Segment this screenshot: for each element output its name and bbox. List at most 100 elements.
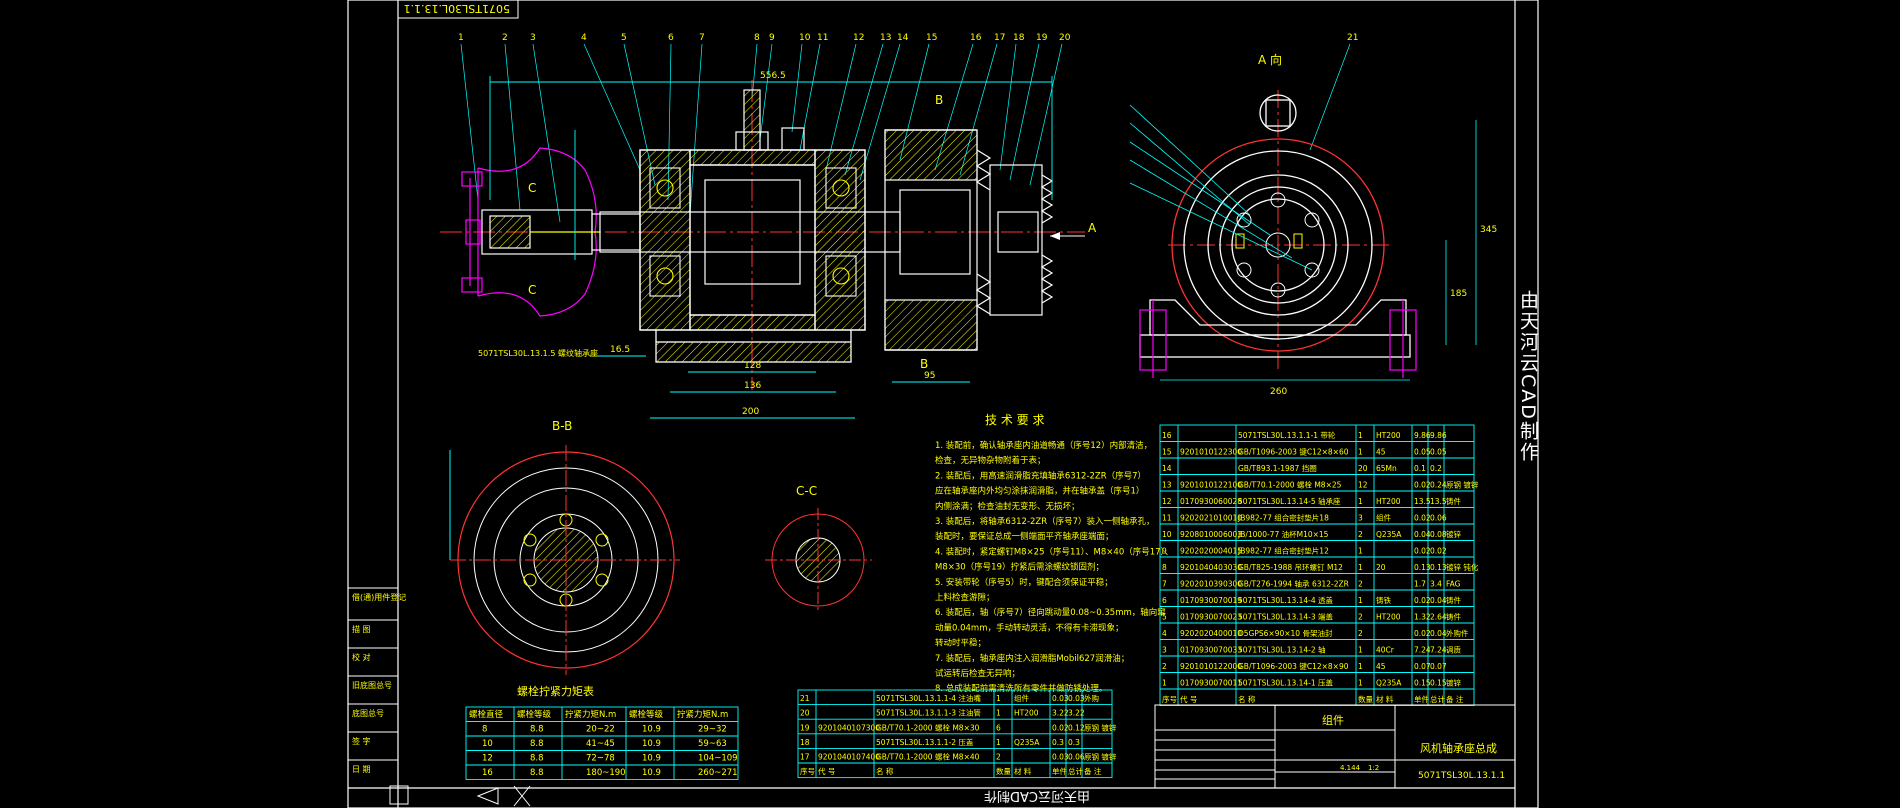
- tech-req-line: 3. 装配后，将轴承6312-2ZR（序号7）装入一侧轴承孔，: [935, 516, 1155, 527]
- bom-cell: 2: [1162, 662, 1167, 671]
- bom-cell: 0.24: [1430, 481, 1447, 490]
- torque-cell: 59~63: [698, 739, 727, 749]
- part-number-6: 6: [668, 33, 674, 43]
- bom-cell: 镀锌: [1446, 678, 1462, 688]
- bom-cell: 10: [1162, 530, 1172, 539]
- part-number-16: 16: [970, 33, 982, 43]
- bom-cell: FAG: [1446, 580, 1461, 589]
- bom-cell: 0.04: [1414, 530, 1431, 539]
- dim-345: 345: [1480, 225, 1497, 235]
- part-number-1: 1: [458, 33, 464, 43]
- bom-header: 总计: [1068, 766, 1084, 776]
- bom-header: 序号: [1162, 694, 1177, 704]
- bom-cell: 0170930070011: [1180, 679, 1242, 688]
- dim-overall-length: 556.5: [760, 71, 786, 81]
- torque-cell: 180~190: [586, 768, 626, 778]
- torque-cell: 10.9: [642, 754, 661, 764]
- bom-cell: 原钢 镀锌: [1084, 752, 1117, 762]
- bom-cell: 5071TSL30L.13.1.1-4 注油嘴: [876, 693, 981, 703]
- side-label: 日 期: [352, 765, 371, 774]
- bom-cell: Q235A: [1376, 530, 1402, 539]
- bom-cell: 0.13: [1414, 563, 1431, 572]
- tech-req-line: 检查，无异物杂物附着于表；: [935, 455, 1046, 466]
- dim-136: 136: [744, 381, 761, 391]
- v-belt-pulley: [884, 129, 992, 351]
- bom-cell: 40Cr: [1376, 646, 1395, 655]
- part-number-3: 3: [530, 33, 536, 43]
- bom-cell: 0.06: [1068, 753, 1085, 762]
- torque-cell: 8.8: [530, 768, 544, 778]
- bom-cell: 组件: [1014, 693, 1030, 703]
- bom-cell: 3.4: [1430, 580, 1442, 589]
- bom-cell: 0.08: [1430, 530, 1447, 539]
- bom-cell: JB982-77 组合密封垫片12: [1237, 546, 1329, 556]
- bearings: [649, 167, 857, 297]
- dim-95: 95: [924, 371, 935, 381]
- bom-cell: 1: [1358, 662, 1363, 671]
- bom-cell: 0170930070033: [1180, 646, 1242, 655]
- top-stamp: 5071TSL30L.13.1.1: [397, 0, 519, 19]
- part-number-2: 2: [502, 33, 508, 43]
- bom-cell: GB/T1096-2003 键C12×8×60: [1238, 447, 1349, 457]
- bom-cell: GB/T893.1-1987 挡圈: [1238, 463, 1317, 473]
- bom-cell: 0.15: [1414, 679, 1431, 688]
- bom-cell: 1: [1358, 679, 1363, 688]
- bom-cell: 调质: [1446, 645, 1462, 655]
- bom-cell: 5071TSL30L.13.14-4 透盖: [1238, 595, 1334, 605]
- bom-cell: 原钢 镀锌: [1446, 480, 1479, 490]
- tech-req-line: 2. 装配后，用高速润滑脂充填轴承6312-2ZR（序号7）: [935, 470, 1146, 481]
- torque-cell: 16: [482, 768, 493, 778]
- bom-cell: 7.24: [1414, 646, 1431, 655]
- bom-cell: 9201040403030: [1180, 563, 1242, 572]
- bom-cell: 5071TSL30L.13.14-3 端盖: [1238, 612, 1334, 622]
- bom-cell: 3: [1162, 646, 1167, 655]
- bom-cell: 5071TSL30L.13.1.1-3 注油管: [876, 708, 981, 718]
- part-number-9: 9: [769, 33, 775, 43]
- top-stamp-text: 5071TSL30L.13.1.1: [404, 2, 510, 15]
- title-weight: 4.144: [1340, 764, 1361, 772]
- dimension-text: 556.5 200 136 128 16.5 95: [610, 71, 935, 417]
- bom-cell: 1: [996, 738, 1001, 747]
- tech-req-line: 应在轴承座内外均匀涂抹润滑脂，并在轴承盖（序号1）: [935, 486, 1144, 497]
- dim-260: 260: [1270, 387, 1287, 397]
- bom-cell: 0.03: [1052, 753, 1069, 762]
- part-number-21: 21: [1347, 33, 1358, 43]
- bom-cell: 0.05: [1414, 448, 1431, 457]
- bom-cell: 9201040107300: [818, 723, 880, 732]
- bom-header: 单件: [1414, 694, 1430, 704]
- torque-cell: 8.8: [530, 739, 544, 749]
- bom-cell: 1: [1162, 679, 1167, 688]
- bom-cell: 9201040107400: [818, 753, 880, 762]
- torque-cell: 10: [482, 739, 493, 749]
- bom-cell: 0.02: [1414, 481, 1431, 490]
- bom-cell: 1: [1358, 497, 1363, 506]
- torque-cell: 104~109: [698, 754, 738, 764]
- technical-requirements: 技 术 要 求 1. 装配前，确认轴承座内油道畅通（序号12）内部清洁， 检查，…: [935, 413, 1173, 694]
- bom-cell: 9.86: [1414, 431, 1431, 440]
- bom-cell: 45: [1376, 448, 1386, 457]
- bom-cell: 2: [1358, 629, 1363, 638]
- bom-cell: 2: [1358, 580, 1363, 589]
- bom-header: 备 注: [1446, 694, 1464, 704]
- bom-cell: 9202021010010: [1180, 514, 1242, 523]
- bom-cell: 1: [1358, 596, 1363, 605]
- bom-cell: 0.02: [1414, 596, 1431, 605]
- part-number-12: 12: [853, 33, 864, 43]
- bom-cell: 0.02: [1430, 547, 1447, 556]
- torque-cell: 8.8: [530, 754, 544, 764]
- tech-req-line: 6. 装配后，轴（序号7）径向跳动量0.08~0.35mm，轴向窜: [935, 607, 1166, 618]
- bom-cell: 0.05: [1430, 448, 1447, 457]
- marker-a-arrow: A: [1088, 221, 1097, 235]
- bom-cell: 5071TSL30L.13.14-1 压盖: [1238, 678, 1334, 688]
- bom-header: 序号: [800, 766, 815, 776]
- bom-cell: 9201010122300: [1180, 448, 1242, 457]
- side-label: 签 字: [352, 736, 371, 746]
- left-part-note: 5071TSL30L.13.1.5 螺纹轴承座: [478, 348, 598, 358]
- torque-table-title: 螺栓拧紧力矩表: [517, 684, 594, 698]
- bom-cell: 0.07: [1414, 662, 1431, 671]
- bom-cell: 20: [1376, 563, 1386, 572]
- torque-cell: 10.9: [642, 725, 661, 735]
